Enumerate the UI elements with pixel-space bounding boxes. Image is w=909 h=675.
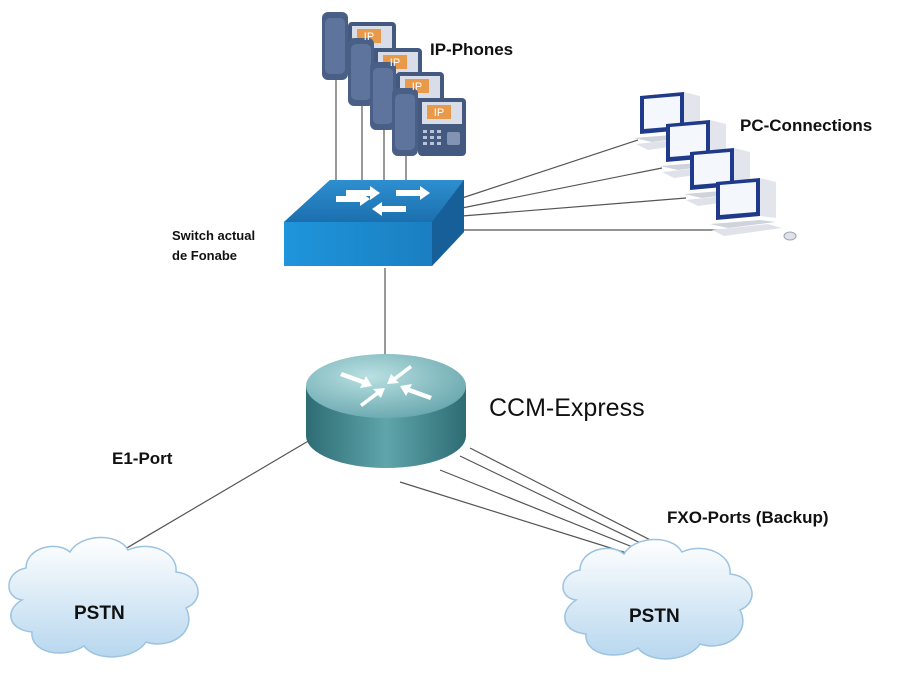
pstn-left-label: PSTN — [74, 603, 125, 624]
pc-group — [634, 92, 797, 241]
ip-phones-label: IP-Phones — [430, 40, 514, 59]
pc-connections-label: PC-Connections — [740, 116, 873, 135]
pstn-cloud-right — [562, 538, 753, 660]
switch-label: Switch actual de Fonabe — [172, 226, 255, 266]
ip-phones-group — [322, 12, 466, 156]
phone-ip-badge: IP — [390, 57, 400, 69]
phone-ip-badge: IP — [364, 31, 374, 43]
pstn-right-label: PSTN — [629, 606, 680, 627]
connection-lines — [119, 60, 730, 556]
phone-ip-badge: IP — [412, 81, 422, 93]
pstn-cloud-left — [8, 536, 199, 658]
e1-port-label: E1-Port — [112, 449, 173, 468]
router-label: CCM-Express — [489, 394, 645, 422]
fxo-ports-label: FXO-Ports (Backup) — [667, 508, 829, 527]
switch-label-line1: Switch actual — [172, 228, 256, 243]
switch-label-line2: de Fonabe — [172, 248, 238, 263]
switch-icon — [284, 180, 464, 266]
phone-ip-badge: IP — [434, 107, 444, 119]
router-icon — [306, 354, 466, 468]
